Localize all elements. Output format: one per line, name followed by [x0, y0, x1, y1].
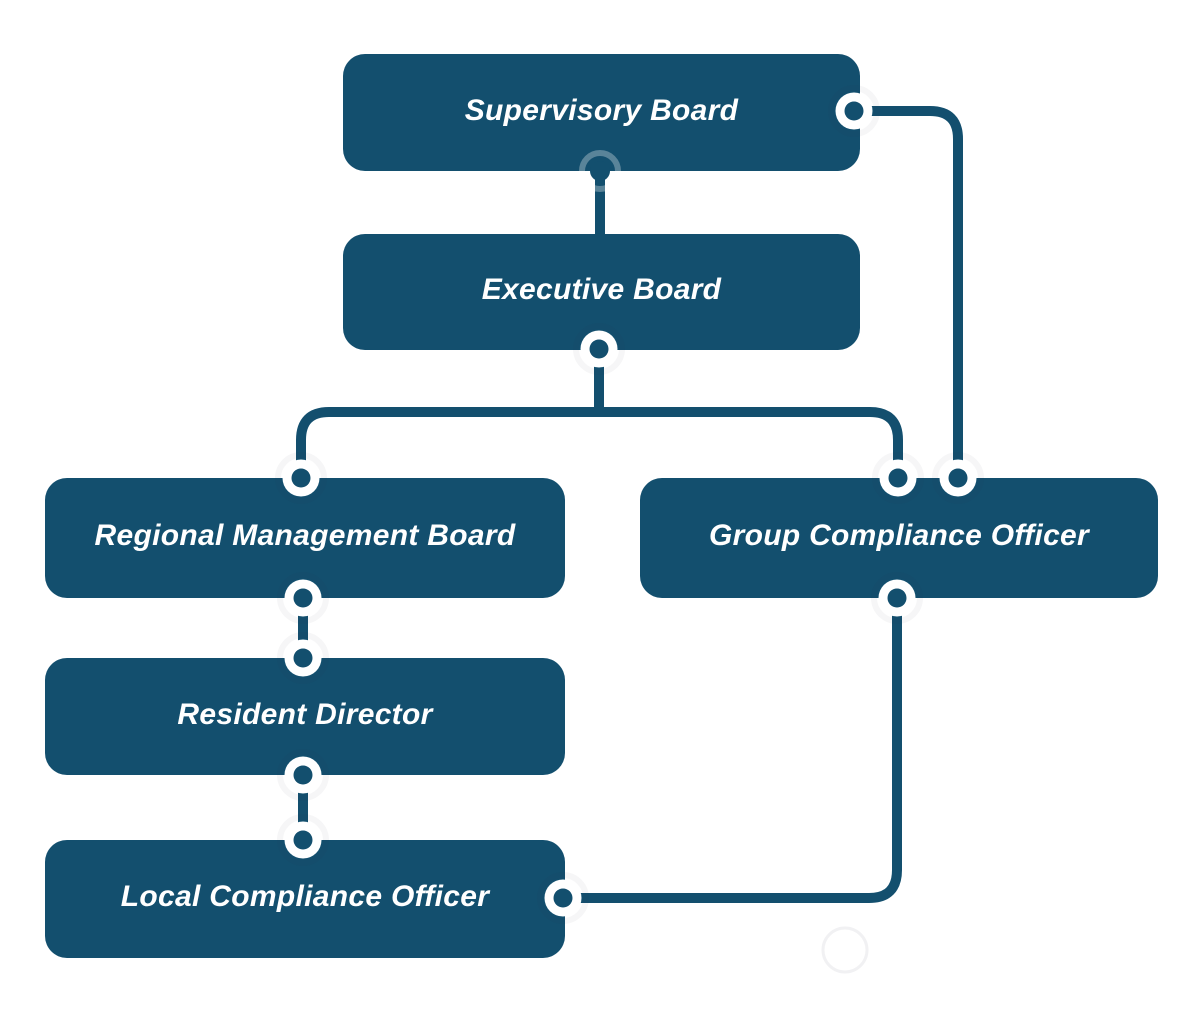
org-box-resident-director: Resident Director — [45, 658, 565, 775]
org-box-executive-board: Executive Board — [343, 234, 860, 350]
org-box-label-resident-director: Resident Director — [177, 697, 433, 731]
ghost-node-circle — [821, 926, 869, 974]
org-box-label-executive-board: Executive Board — [481, 273, 722, 306]
org-box-label-supervisory-board: Supervisory Board — [464, 93, 739, 127]
org-box-regional-management-board: Regional Management Board — [45, 478, 565, 598]
connector-supervisory-to-group — [854, 106, 963, 478]
org-box-label-local-compliance-officer: Local Compliance Officer — [120, 880, 490, 913]
org-box-local-compliance-officer: Local Compliance Officer — [45, 840, 565, 958]
org-box-supervisory-board: Supervisory Board — [343, 54, 860, 171]
org-box-label-group-compliance-officer: Group Compliance Officer — [708, 519, 1090, 552]
connector-group-to-local — [563, 598, 902, 903]
org-box-label-regional-management-board: Regional Management Board — [94, 519, 516, 552]
org-box-group-compliance-officer: Group Compliance Officer — [640, 478, 1158, 598]
connector-executive-branch — [296, 407, 903, 478]
